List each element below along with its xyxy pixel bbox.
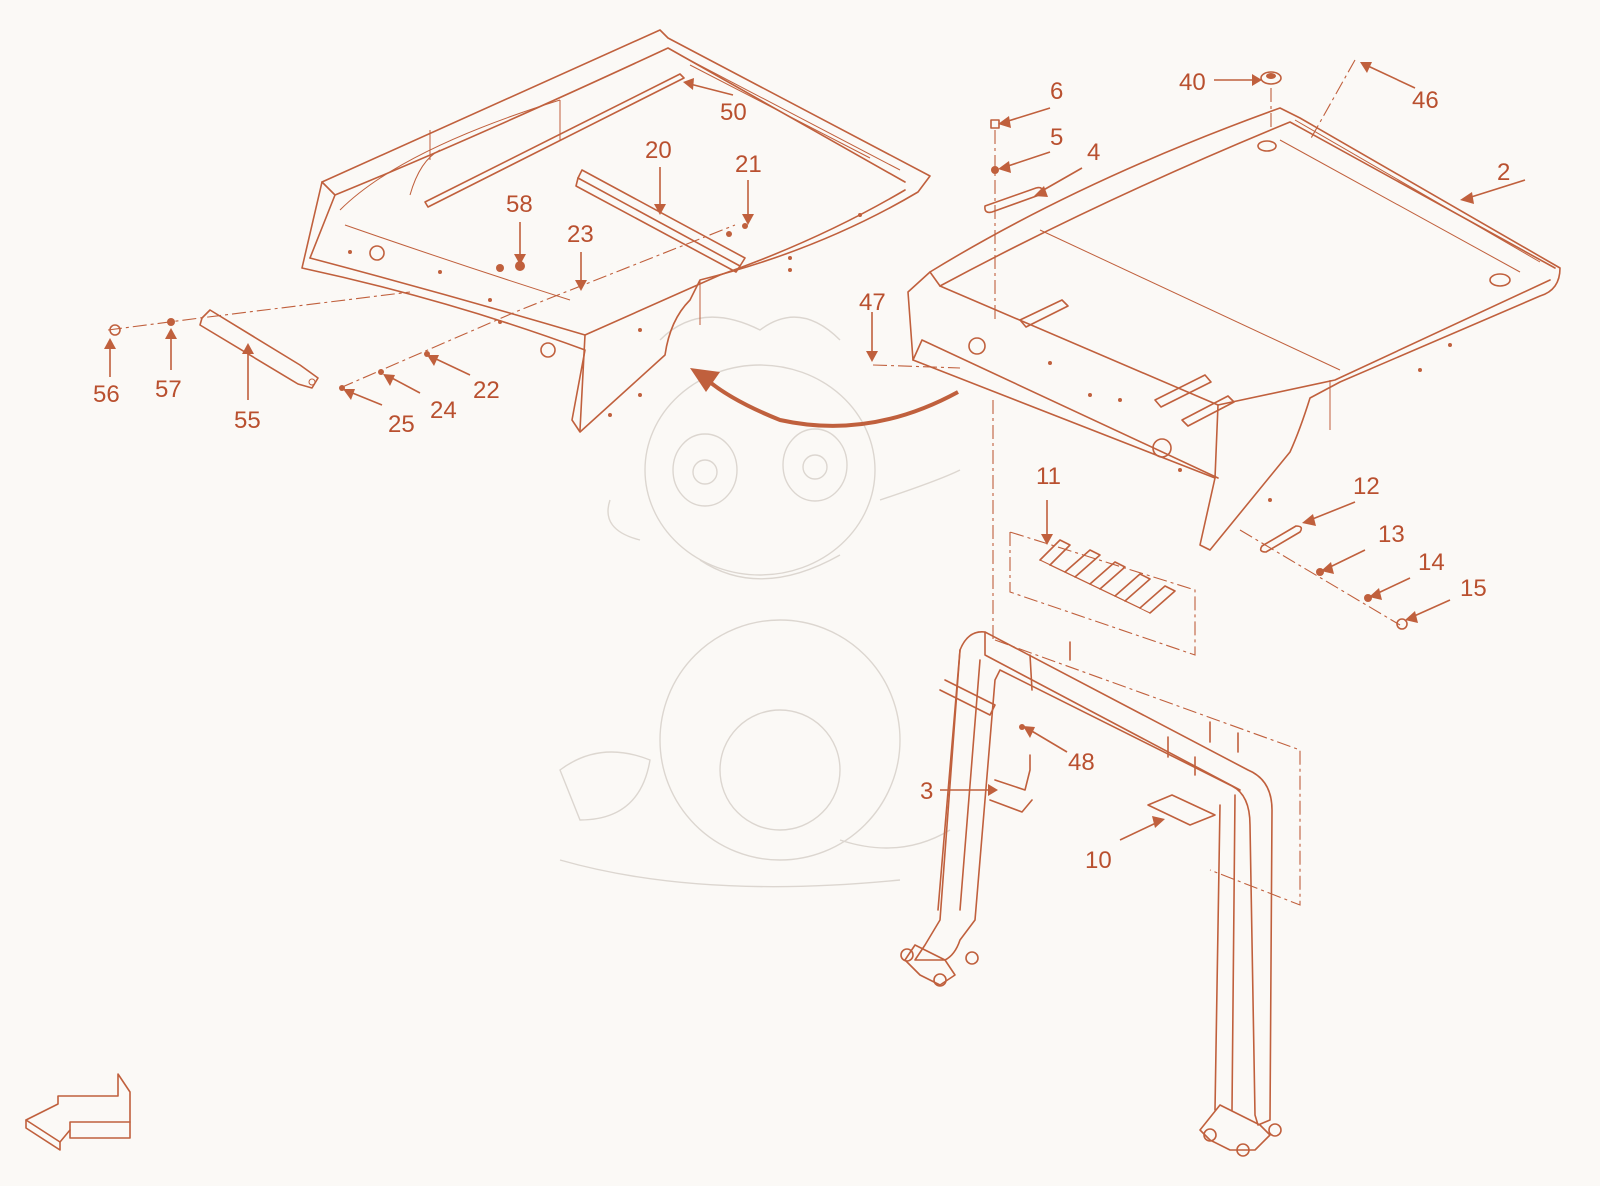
callout-56: 56: [93, 381, 120, 408]
callout-5: 5: [1050, 124, 1063, 151]
front-direction-arrow-icon: [25, 1073, 131, 1151]
callout-40: 40: [1179, 69, 1206, 96]
callout-13: 13: [1378, 521, 1405, 548]
right-roof-assembly: [872, 59, 1561, 640]
callout-50: 50: [720, 99, 747, 126]
callout-leaders: [104, 62, 1526, 841]
callout-10: 10: [1085, 847, 1112, 874]
callout-57: 57: [155, 376, 182, 403]
callout-48: 48: [1068, 749, 1095, 776]
callout-55: 55: [234, 407, 261, 434]
callout-14: 14: [1418, 549, 1445, 576]
callout-58: 58: [506, 191, 533, 218]
curved-arrow-icon: [690, 368, 959, 428]
dragon-watermark-icon: [559, 316, 961, 888]
callout-labels: 2 3 4 5 6 10 11 12 13 14 15 20 21 22 23 …: [93, 69, 1510, 874]
callout-6: 6: [1050, 78, 1063, 105]
left-roof-assembly: [107, 29, 931, 433]
callout-3: 3: [920, 778, 933, 805]
callout-20: 20: [645, 137, 672, 164]
callout-25: 25: [388, 411, 415, 438]
callout-24: 24: [430, 397, 457, 424]
callout-21: 21: [735, 151, 762, 178]
callout-12: 12: [1353, 473, 1380, 500]
callout-11: 11: [1036, 463, 1061, 490]
callout-2: 2: [1497, 159, 1510, 186]
callout-47: 47: [859, 289, 886, 316]
callout-15: 15: [1460, 575, 1487, 602]
rops-frame: [900, 631, 1301, 1157]
callout-46: 46: [1412, 87, 1439, 114]
bracket-set-11: [1009, 531, 1196, 656]
callout-23: 23: [567, 221, 594, 248]
callout-22: 22: [473, 377, 500, 404]
callout-4: 4: [1087, 139, 1100, 166]
